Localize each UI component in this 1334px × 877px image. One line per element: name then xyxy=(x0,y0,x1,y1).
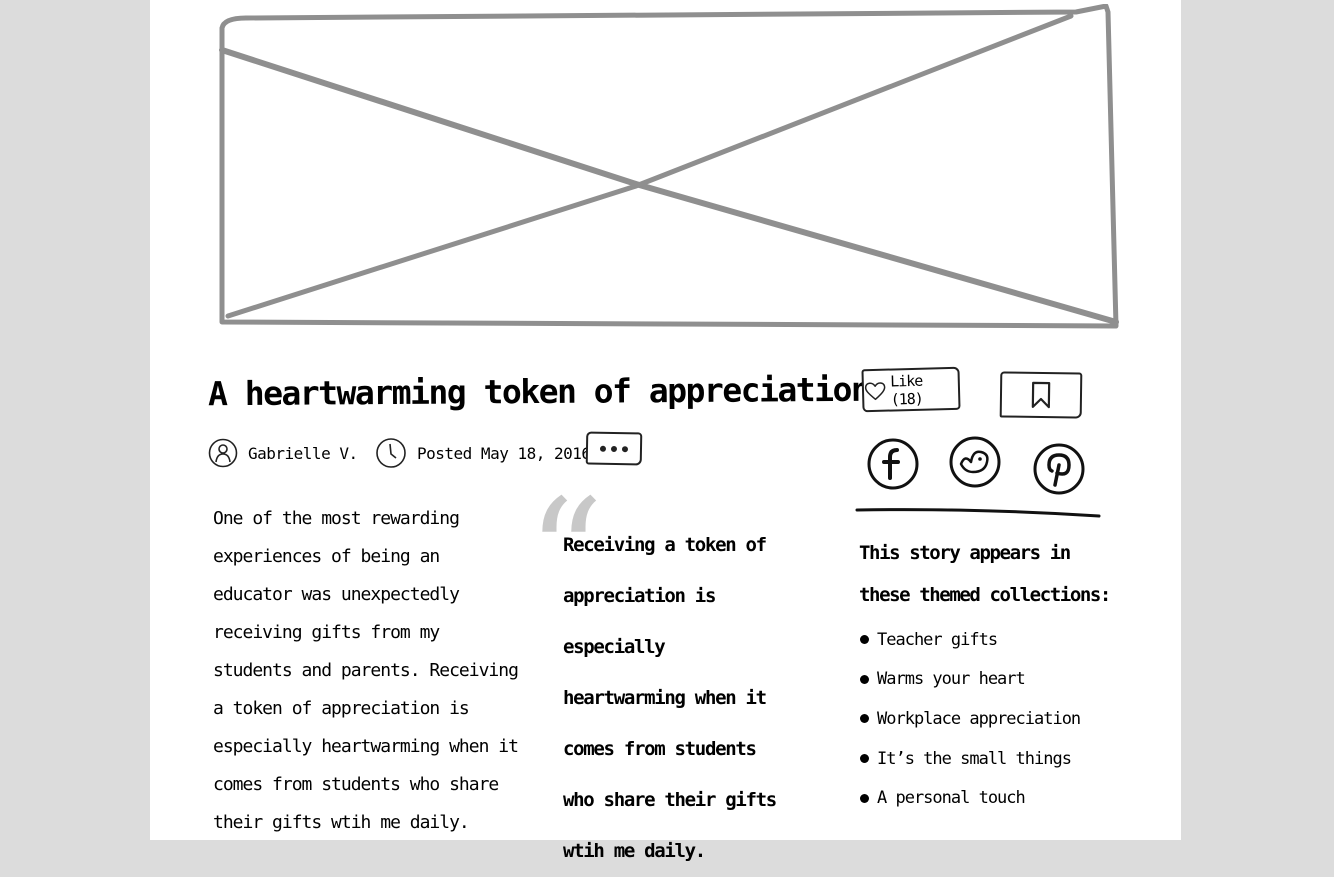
article-title: A heartwarming token of appreciation xyxy=(207,369,870,414)
author-meta: Gabrielle V. xyxy=(208,438,358,468)
collection-item[interactable]: Warms your heart xyxy=(860,660,1080,700)
pull-quote: Receiving a token of appreciation is esp… xyxy=(563,534,777,862)
clock-icon xyxy=(376,438,406,468)
like-label: Like (18) xyxy=(889,371,924,409)
hero-image-placeholder xyxy=(219,4,1119,329)
author-name[interactable]: Gabrielle V. xyxy=(248,443,358,463)
collections-heading: This story appears in these themed colle… xyxy=(859,542,1111,606)
pinterest-share-icon[interactable] xyxy=(1033,443,1085,495)
bullet-icon xyxy=(860,635,869,645)
like-button[interactable]: Like (18) xyxy=(861,366,961,413)
collection-item[interactable]: Teacher gifts xyxy=(860,620,1080,660)
collections-list: Teacher gifts Warms your heart Workplace… xyxy=(860,620,1081,818)
facebook-share-icon[interactable] xyxy=(867,438,919,490)
bullet-icon xyxy=(860,674,869,684)
collection-item[interactable]: A personal touch xyxy=(860,778,1080,818)
more-options-button[interactable] xyxy=(585,431,643,466)
quote-mark-icon: “ xyxy=(527,468,604,642)
content-page xyxy=(150,0,1181,840)
bullet-icon xyxy=(860,793,869,803)
bird-share-icon[interactable] xyxy=(949,436,1001,488)
user-icon xyxy=(208,438,238,468)
sidebar-divider xyxy=(855,508,1101,518)
bullet-icon xyxy=(860,714,869,724)
posted-date: Posted May 18, 2016 xyxy=(417,443,591,463)
bookmark-button[interactable] xyxy=(999,371,1083,419)
article-body: One of the most rewarding experiences of… xyxy=(213,508,519,833)
heart-icon xyxy=(864,381,886,400)
bullet-icon xyxy=(860,754,869,764)
collection-item[interactable]: Workplace appreciation xyxy=(860,699,1081,739)
bookmark-icon xyxy=(1031,381,1051,409)
ellipsis-icon xyxy=(600,445,628,452)
collection-item[interactable]: It’s the small things xyxy=(860,739,1080,779)
posted-meta: Posted May 18, 2016 xyxy=(375,438,591,468)
